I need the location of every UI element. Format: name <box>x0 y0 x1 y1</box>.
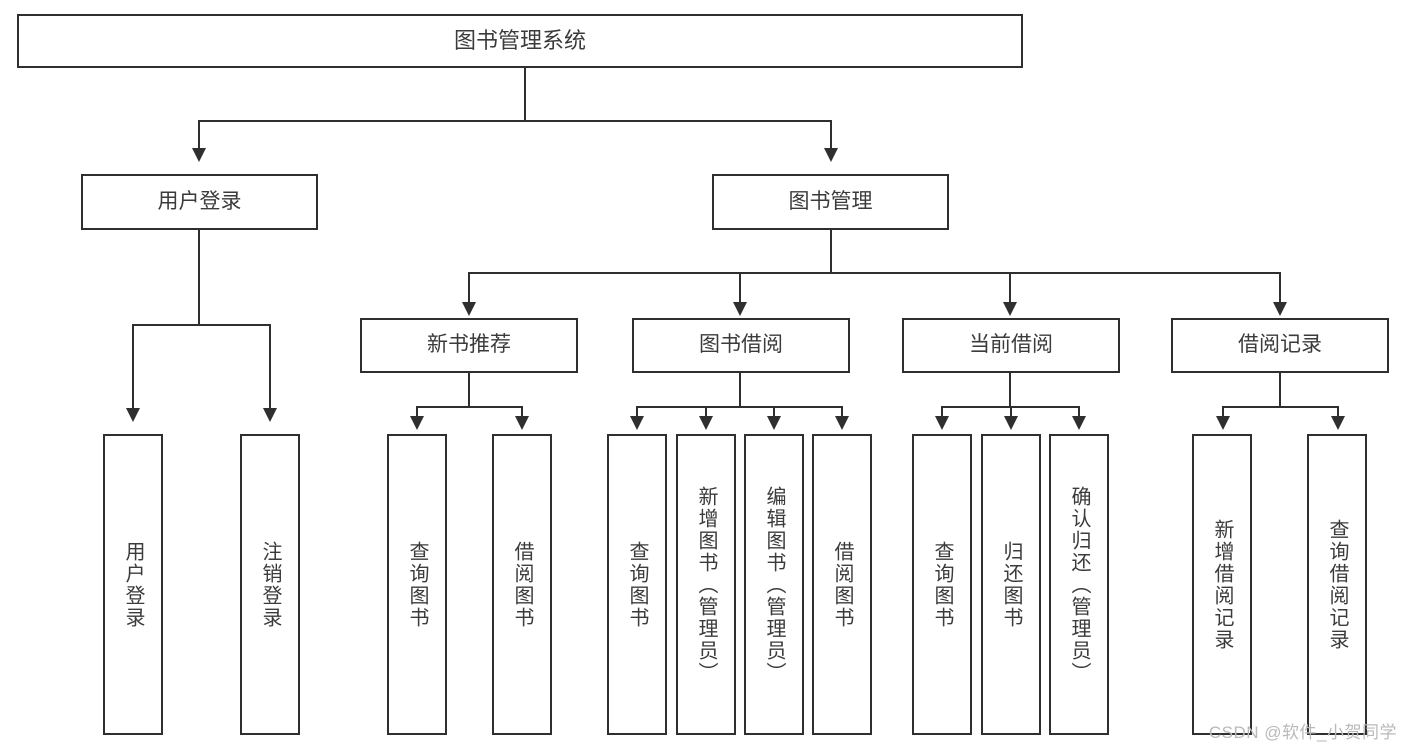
node-root-label: 图书管理系统 <box>453 28 586 54</box>
leaf-current-borrow-2[interactable]: 归还图书 <box>981 434 1041 735</box>
connector-borrow-record-drop-2 <box>1337 406 1339 420</box>
leaf-borrow-record-1[interactable]: 新增借阅记录 <box>1192 434 1252 735</box>
node-book-borrow[interactable]: 图书借阅 <box>632 318 850 373</box>
leaf-label: 编辑图书（管理员） <box>763 485 785 684</box>
leaf-label: 归还图书 <box>1000 540 1022 629</box>
arrow-to-borrow-record <box>1273 302 1287 316</box>
connector-book-borrow-drop-1 <box>636 406 638 420</box>
leaf-current-borrow-3[interactable]: 确认归还（管理员） <box>1049 434 1109 735</box>
connector-new-book-bus <box>416 406 522 408</box>
arrow-user-login-leaf-1 <box>126 408 140 422</box>
connector-book-borrow-drop-2 <box>705 406 707 420</box>
arrow-root-to-user-login <box>192 148 206 162</box>
connector-root-bus <box>198 120 832 122</box>
arrow-user-login-leaf-2 <box>263 408 277 422</box>
leaf-book-borrow-3[interactable]: 编辑图书（管理员） <box>744 434 804 735</box>
leaf-label: 借阅图书 <box>511 540 533 629</box>
leaf-label: 查询图书 <box>406 540 428 629</box>
node-book-management[interactable]: 图书管理 <box>712 174 949 230</box>
connector-new-book-drop-2 <box>521 406 523 420</box>
leaf-book-borrow-1[interactable]: 查询图书 <box>607 434 667 735</box>
connector-new-book-stem <box>468 373 470 406</box>
connector-book-mgmt-drop-1 <box>468 272 470 306</box>
node-book-management-label: 图书管理 <box>788 189 873 213</box>
arrow-book-borrow-leaf-3 <box>767 416 781 430</box>
node-new-book-recommend-label: 新书推荐 <box>427 333 511 357</box>
arrow-book-borrow-leaf-1 <box>630 416 644 430</box>
connector-current-borrow-drop-3 <box>1078 406 1080 420</box>
leaf-label: 新增借阅记录 <box>1211 518 1233 651</box>
node-root[interactable]: 图书管理系统 <box>17 14 1023 68</box>
arrow-current-borrow-leaf-3 <box>1072 416 1086 430</box>
connector-user-login-drop-2 <box>269 324 271 412</box>
connector-book-mgmt-bus <box>468 272 1280 274</box>
arrow-root-to-book-mgmt <box>824 148 838 162</box>
connector-current-borrow-drop-1 <box>941 406 943 420</box>
csdn-watermark: CSDN @软件_小贺同学 <box>1208 723 1397 742</box>
leaf-book-borrow-2[interactable]: 新增图书（管理员） <box>676 434 736 735</box>
node-current-borrow-label: 当前借阅 <box>969 333 1053 357</box>
arrow-book-borrow-leaf-4 <box>835 416 849 430</box>
leaf-label: 查询图书 <box>931 540 953 629</box>
leaf-label: 查询借阅记录 <box>1326 518 1348 651</box>
arrow-borrow-record-leaf-1 <box>1216 416 1230 430</box>
node-new-book-recommend[interactable]: 新书推荐 <box>360 318 578 373</box>
connector-borrow-record-bus <box>1222 406 1338 408</box>
connector-user-login-bus <box>132 324 270 326</box>
node-book-borrow-label: 图书借阅 <box>699 333 783 357</box>
arrow-to-new-book-recommend <box>462 302 476 316</box>
leaf-label: 查询图书 <box>626 540 648 629</box>
leaf-book-borrow-4[interactable]: 借阅图书 <box>812 434 872 735</box>
arrow-borrow-record-leaf-2 <box>1331 416 1345 430</box>
node-borrow-record[interactable]: 借阅记录 <box>1171 318 1389 373</box>
connector-book-borrow-stem <box>739 373 741 406</box>
node-user-login-label: 用户登录 <box>157 189 242 213</box>
connector-book-mgmt-stem <box>830 230 832 272</box>
connector-new-book-drop-1 <box>416 406 418 420</box>
leaf-borrow-record-2[interactable]: 查询借阅记录 <box>1307 434 1367 735</box>
leaf-label: 用户登录 <box>122 540 144 629</box>
arrow-book-borrow-leaf-2 <box>699 416 713 430</box>
connector-root-to-book-mgmt <box>830 120 832 152</box>
connector-borrow-record-drop-1 <box>1222 406 1224 420</box>
connector-book-borrow-drop-4 <box>841 406 843 420</box>
connector-borrow-record-stem <box>1279 373 1281 406</box>
connector-user-login-stem <box>198 230 200 324</box>
leaf-current-borrow-1[interactable]: 查询图书 <box>912 434 972 735</box>
connector-user-login-drop-1 <box>132 324 134 412</box>
arrow-new-book-leaf-1 <box>410 416 424 430</box>
connector-book-mgmt-drop-4 <box>1279 272 1281 306</box>
arrow-current-borrow-leaf-1 <box>935 416 949 430</box>
leaf-new-book-recommend-2[interactable]: 借阅图书 <box>492 434 552 735</box>
leaf-label: 注销登录 <box>259 540 281 629</box>
node-current-borrow[interactable]: 当前借阅 <box>902 318 1120 373</box>
connector-root-stem <box>524 68 526 120</box>
node-borrow-record-label: 借阅记录 <box>1238 333 1322 357</box>
leaf-label: 新增图书（管理员） <box>695 485 717 684</box>
arrow-new-book-leaf-2 <box>515 416 529 430</box>
leaf-label: 借阅图书 <box>831 540 853 629</box>
leaf-label: 确认归还（管理员） <box>1068 485 1090 684</box>
connector-current-borrow-drop-2 <box>1010 406 1012 420</box>
arrow-to-current-borrow <box>1003 302 1017 316</box>
connector-book-borrow-drop-3 <box>773 406 775 420</box>
arrow-to-book-borrow <box>733 302 747 316</box>
leaf-user-login-1[interactable]: 用户登录 <box>103 434 163 735</box>
leaf-user-login-2[interactable]: 注销登录 <box>240 434 300 735</box>
connector-current-borrow-stem <box>1009 373 1011 406</box>
arrow-current-borrow-leaf-2 <box>1004 416 1018 430</box>
node-user-login[interactable]: 用户登录 <box>81 174 318 230</box>
connector-root-to-user-login <box>198 120 200 152</box>
leaf-new-book-recommend-1[interactable]: 查询图书 <box>387 434 447 735</box>
connector-book-mgmt-drop-3 <box>1009 272 1011 306</box>
connector-book-borrow-bus <box>636 406 843 408</box>
connector-book-mgmt-drop-2 <box>739 272 741 306</box>
